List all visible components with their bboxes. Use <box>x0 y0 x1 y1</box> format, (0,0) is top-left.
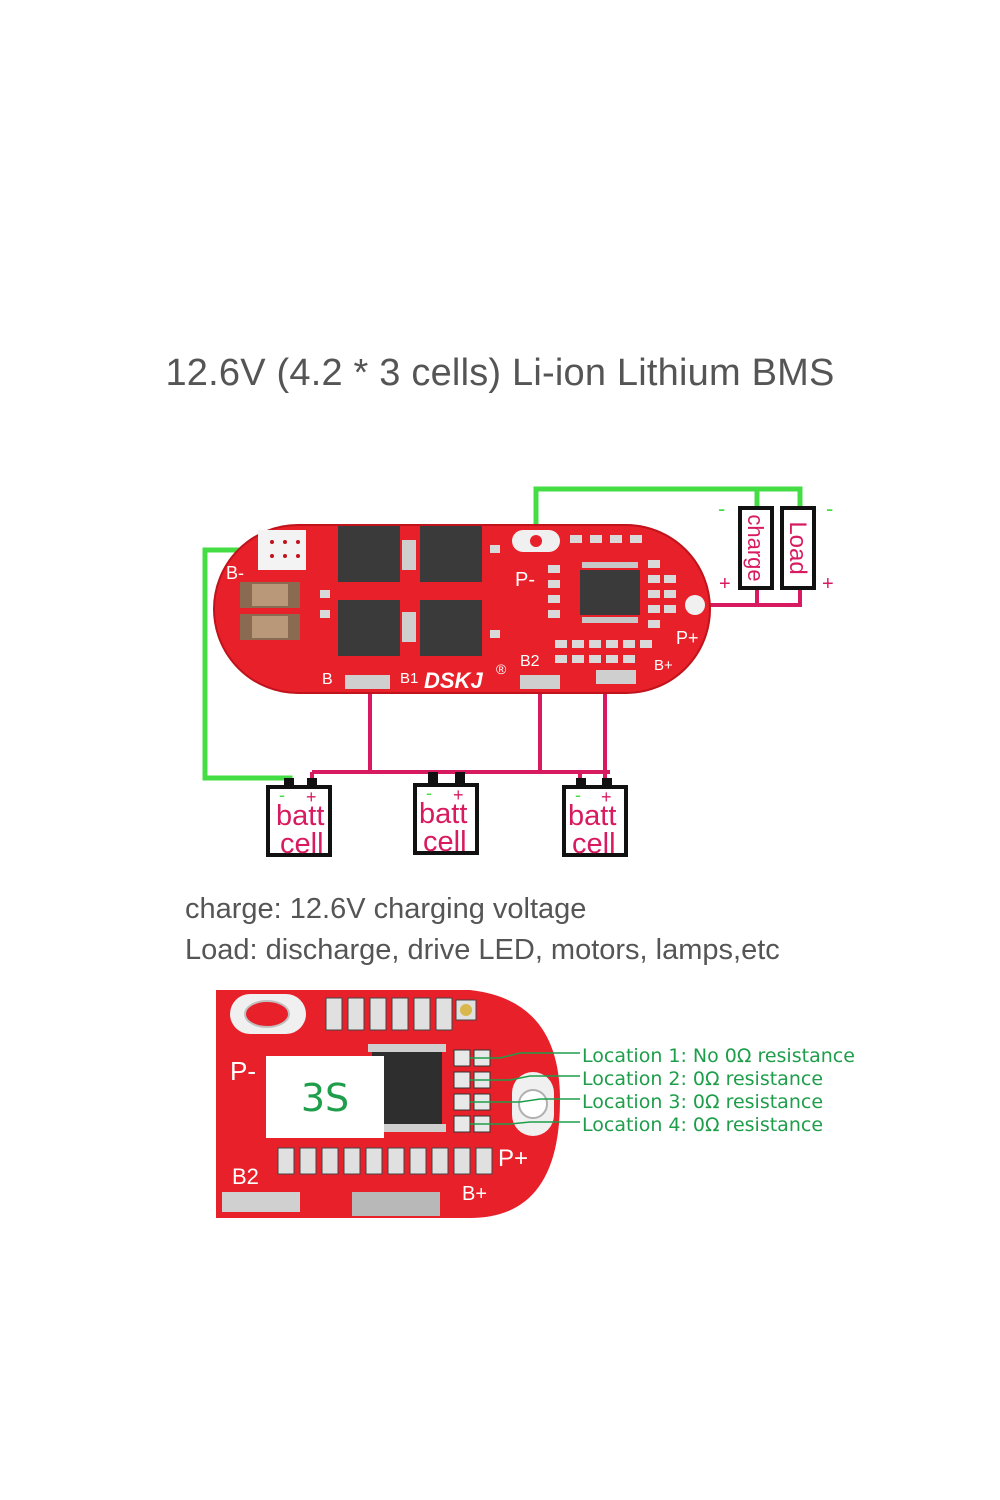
load-plus-sign: + <box>822 573 834 595</box>
location-3-label: Location 3: 0Ω resistance <box>582 1091 823 1113</box>
closeup-label-b2: B2 <box>232 1164 259 1189</box>
cell-2-line2: cell <box>423 826 467 858</box>
3s-badge-label: 3S <box>301 1076 349 1120</box>
load-port-label: Load <box>784 521 811 574</box>
load-port-box <box>780 506 816 590</box>
label-pminus: P- <box>515 569 535 591</box>
charge-port-box <box>738 506 774 590</box>
label-b2: B2 <box>520 653 540 670</box>
label-b: B <box>322 671 333 688</box>
b2-pad <box>520 675 560 689</box>
battery-cell-2: - + batt cell <box>413 772 479 858</box>
cell-3-plus: + <box>601 787 612 807</box>
cell-2-line1: batt <box>419 798 467 830</box>
mosfet <box>420 526 482 582</box>
cell-1-plus: + <box>306 787 317 807</box>
cell-3-minus: - <box>575 785 581 805</box>
wire-pminus-to-ports <box>533 486 803 543</box>
mosfet <box>338 526 400 582</box>
closeup-label-pplus: P+ <box>498 1145 528 1172</box>
location-2-label: Location 2: 0Ω resistance <box>582 1068 823 1090</box>
battery-cell-1: - + batt cell <box>266 778 332 860</box>
label-bplus: B+ <box>654 657 673 674</box>
cell-1-minus: - <box>279 785 285 805</box>
cell-1-line2: cell <box>280 828 324 860</box>
charge-minus-sign: - <box>718 496 725 521</box>
port-boxes: charge Load - - + + <box>718 496 834 595</box>
diagram-title: 12.6V (4.2 * 3 cells) Li-ion Lithium BMS <box>165 352 835 394</box>
bms-board: B- B B1 DSKJ ® B2 P- P+ B+ <box>213 524 711 694</box>
cell-3-line1: batt <box>568 800 616 832</box>
3s-badge <box>266 1056 384 1138</box>
cell-3-line2: cell <box>572 828 616 860</box>
cell-2-plus: + <box>453 785 464 805</box>
b-pad <box>345 675 390 689</box>
pplus-pad <box>685 595 705 615</box>
closeup-board: 3S P- B2 P+ B+ <box>216 990 560 1218</box>
closeup-label-pminus: P- <box>230 1056 256 1086</box>
location-1-label: Location 1: No 0Ω resistance <box>582 1045 855 1067</box>
battery-cell-3: - + batt cell <box>562 778 628 860</box>
charge-plus-sign: + <box>719 573 731 595</box>
label-b1: B1 <box>400 670 418 687</box>
location-callouts <box>470 1052 580 1125</box>
registered-mark: ® <box>496 661 507 677</box>
label-pplus: P+ <box>676 628 699 648</box>
mosfet <box>338 600 400 656</box>
load-description: Load: discharge, drive LED, motors, lamp… <box>185 934 780 966</box>
brand-logo: DSKJ <box>424 668 483 693</box>
cell-1-line1: batt <box>276 800 324 832</box>
wire-pplus-to-ports <box>695 588 802 607</box>
mosfet <box>420 600 482 656</box>
label-bminus: B- <box>226 563 244 583</box>
closeup-label-bplus: B+ <box>462 1183 487 1205</box>
control-ic <box>580 570 640 615</box>
bminus-pad <box>258 530 306 570</box>
cell-2-minus: - <box>426 783 432 803</box>
charge-port-label: charge <box>743 514 768 581</box>
bplus-pad <box>596 670 636 684</box>
load-minus-sign: - <box>826 496 833 521</box>
charge-description: charge: 12.6V charging voltage <box>185 893 587 925</box>
location-4-label: Location 4: 0Ω resistance <box>582 1114 823 1136</box>
